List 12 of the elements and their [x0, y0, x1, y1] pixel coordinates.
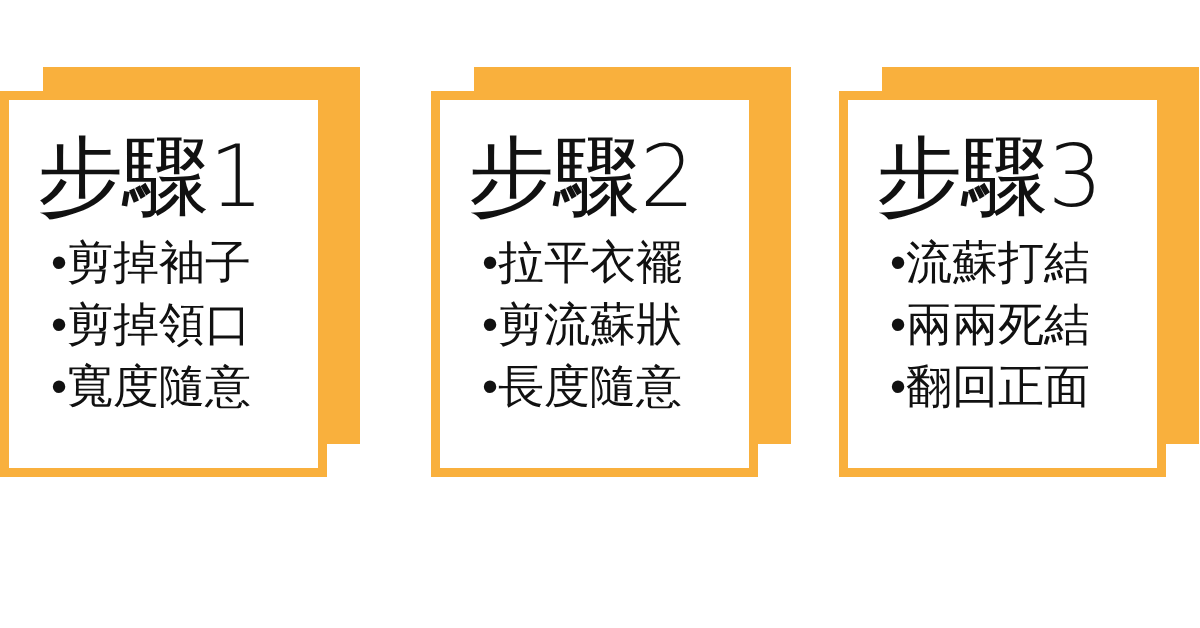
step-heading: 步驟2: [468, 133, 695, 219]
step-heading: 步驟3: [876, 133, 1103, 219]
step-item: •長度隨意: [482, 360, 683, 412]
step-item: •拉平衣襬: [482, 236, 683, 288]
step-item: •剪流蘇狀: [482, 298, 683, 350]
step-item: •兩兩死結: [890, 298, 1091, 350]
step-item: •流蘇打結: [890, 236, 1091, 288]
step-item: •剪掉袖子: [51, 236, 252, 288]
step-item: •寬度隨意: [51, 360, 252, 412]
step-heading: 步驟1: [37, 133, 264, 219]
step-item: •翻回正面: [890, 360, 1091, 412]
step-item: •剪掉領口: [51, 298, 252, 350]
